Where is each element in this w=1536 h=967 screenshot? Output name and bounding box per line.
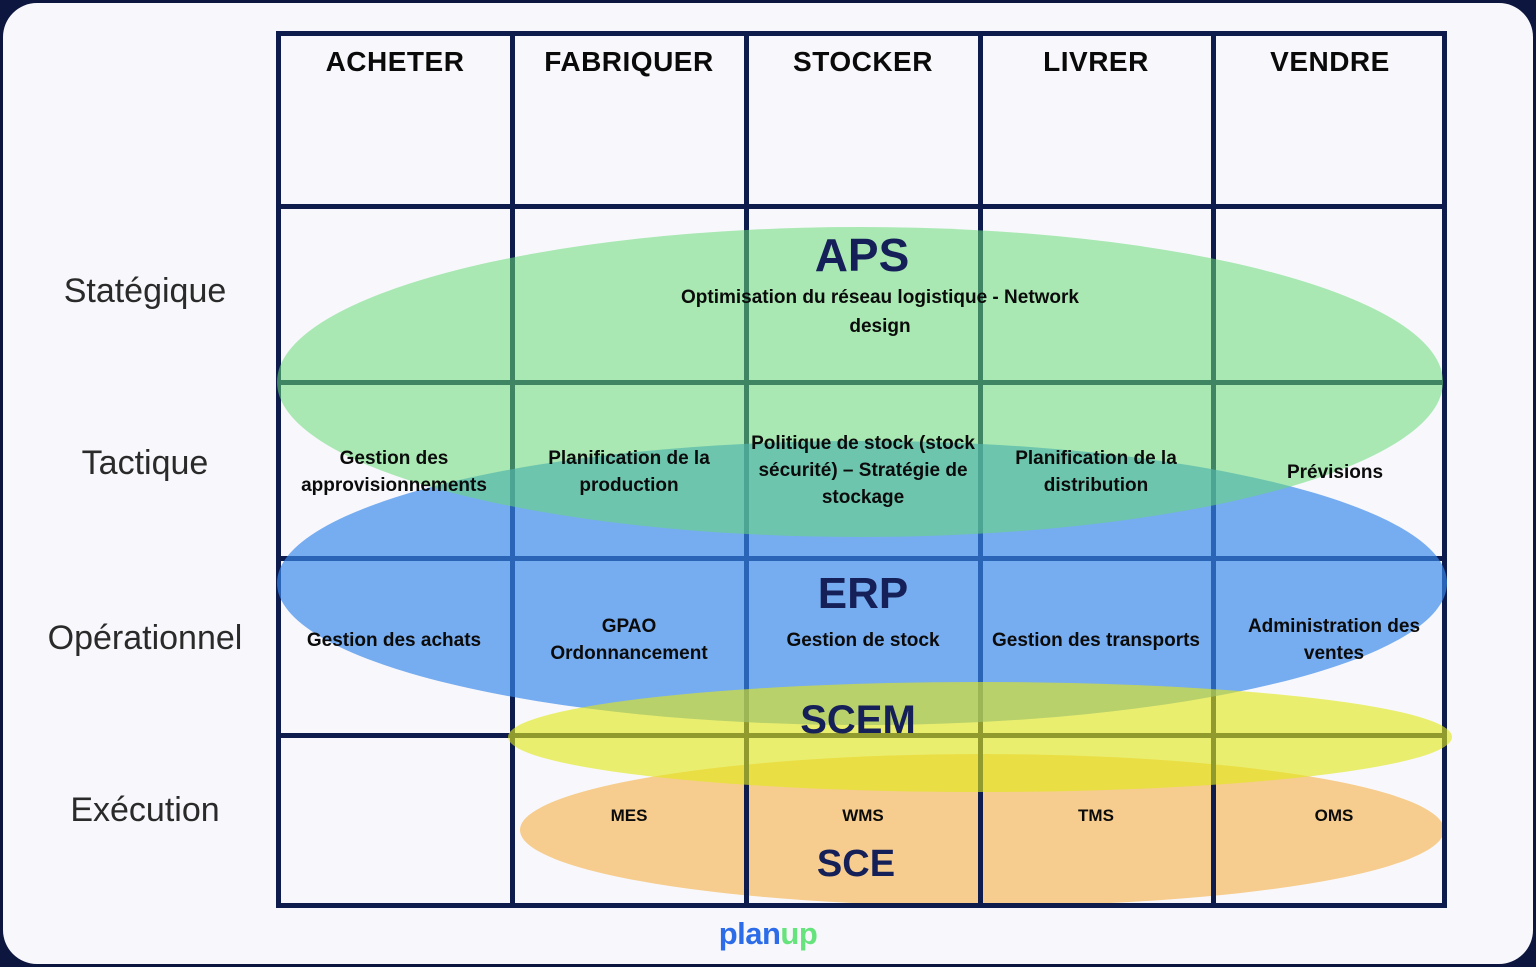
cell-operationnel-fabriquer: GPAO Ordonnancement: [550, 616, 708, 664]
planup-logo: planup: [618, 916, 918, 952]
erp-title: ERP: [817, 569, 909, 618]
row-label-execution: Exécution: [70, 791, 220, 829]
aps-ellipse: [277, 227, 1443, 537]
grid-horizontal-line: [281, 203, 1442, 209]
column-header-vendre: VENDRE: [1270, 46, 1390, 77]
sce-title: SCE: [816, 843, 896, 885]
row-label-operationnel: Opérationnel: [47, 619, 243, 657]
cell-execution-oms: OMS: [1314, 806, 1354, 825]
column-header-fabriquer: FABRIQUER: [544, 46, 714, 77]
cell-execution-wms: WMS: [842, 806, 884, 825]
cell-operationnel-livrer: Gestion des transports: [992, 630, 1200, 651]
cell-operationnel-acheter: Gestion des achats: [306, 630, 482, 651]
cell-execution-mes: MES: [610, 806, 648, 825]
column-header-stocker: STOCKER: [793, 46, 933, 77]
column-header-acheter: ACHETER: [325, 46, 465, 77]
cell-tactique-vendre: Prévisions: [1286, 462, 1384, 483]
aps-subtitle: Optimisation du réseau logistique - Netw…: [681, 287, 1079, 337]
cell-operationnel-stocker: Gestion de stock: [786, 630, 940, 651]
cell-operationnel-vendre: Administration des ventes: [1247, 616, 1421, 664]
row-label-tactique: Tactique: [81, 444, 209, 482]
column-header-livrer: LIVRER: [1043, 46, 1149, 77]
cell-tactique-acheter: Gestion des approvisionnements: [301, 448, 487, 496]
scem-ellipse: [508, 682, 1452, 792]
row-label-strategique: Statégique: [63, 272, 227, 310]
logo-plan-part: plan: [718, 916, 781, 951]
scem-title: SCEM: [800, 698, 916, 742]
cell-tactique-fabriquer: Planification de la production: [548, 448, 710, 496]
cell-execution-tms: TMS: [1078, 806, 1114, 825]
cell-tactique-livrer: Planification de la distribution: [1015, 448, 1177, 496]
cell-tactique-stocker: Politique de stock (stock sécurité) – St…: [751, 433, 975, 508]
aps-title: APS: [814, 229, 910, 281]
logo-up-part: up: [780, 916, 818, 951]
